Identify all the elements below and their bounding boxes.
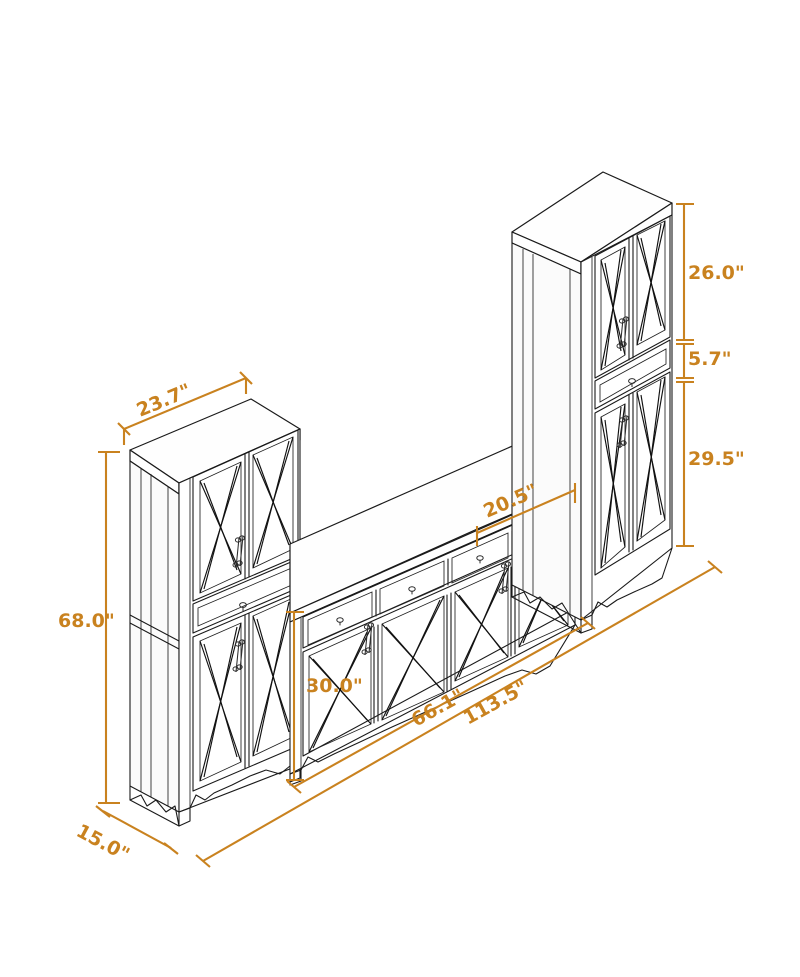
dim-label-tower-height: 68.0" xyxy=(58,610,115,632)
console-drawer-1[interactable] xyxy=(307,591,373,646)
right-tower-front-face xyxy=(511,214,673,634)
dim-label-console-height: 30.0" xyxy=(306,675,363,697)
dim-label-lower-cabinet: 29.5" xyxy=(688,448,745,470)
dim-label-tower-width: 15.0" xyxy=(73,820,133,866)
right-tower-lower-handle[interactable] xyxy=(616,415,630,449)
dim-label-drawer-height: 5.7" xyxy=(688,348,732,370)
right-tower-drawer[interactable] xyxy=(594,339,671,410)
console-door-3-handle[interactable] xyxy=(498,561,512,595)
dim-label-tower-depth: 23.7" xyxy=(133,380,194,422)
console-door-3[interactable] xyxy=(454,567,509,682)
left-tower-upper-handle[interactable] xyxy=(232,535,246,569)
left-tower xyxy=(129,398,301,827)
console-door-2[interactable] xyxy=(381,595,445,721)
dim-label-overall-width: 113.5" xyxy=(460,676,532,729)
console-door-1-handle[interactable] xyxy=(361,622,375,656)
right-tower-lower-doors[interactable] xyxy=(594,371,671,576)
dimension-tower-width: 15.0" xyxy=(73,805,179,866)
dimension-console-height: 30.0" xyxy=(286,610,363,782)
dimension-tower-height: 68.0" xyxy=(58,450,120,805)
left-tower-side-panel xyxy=(129,460,180,813)
right-tower xyxy=(511,171,673,634)
dimension-upper-cabinet: 26.0" xyxy=(676,202,745,342)
right-tower-upper-doors[interactable] xyxy=(594,215,671,379)
dim-label-upper-cabinet: 26.0" xyxy=(688,262,745,284)
left-tower-lower-handle[interactable] xyxy=(232,639,246,673)
console-drawer-3[interactable] xyxy=(451,532,509,584)
dimension-drawer-height: 5.7" xyxy=(676,342,732,380)
right-tower-upper-handle[interactable] xyxy=(616,316,630,350)
right-tower-side-panel xyxy=(511,242,582,621)
console-door-1[interactable] xyxy=(308,627,372,753)
dimension-lower-cabinet: 29.5" xyxy=(676,380,745,548)
left-tower-front-face xyxy=(129,428,301,827)
console-drawer-2[interactable] xyxy=(379,560,445,615)
